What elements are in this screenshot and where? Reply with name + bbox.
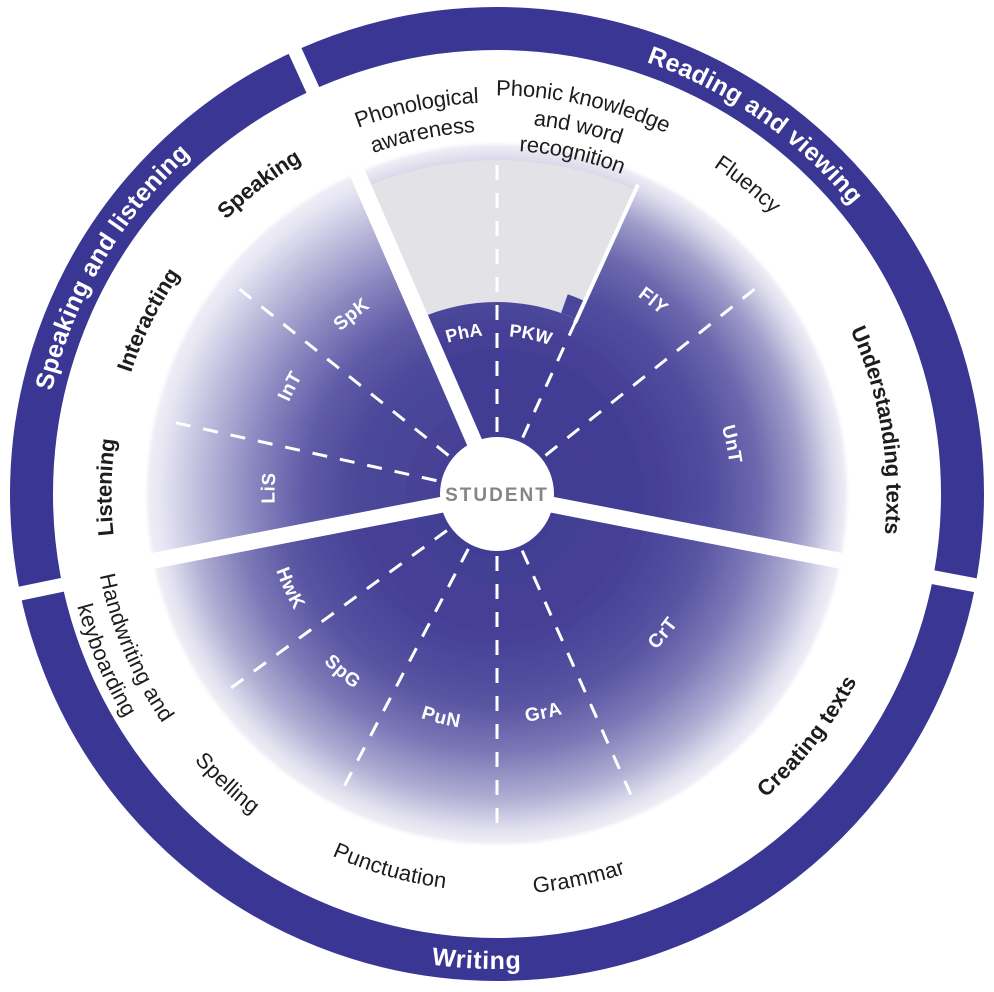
outer-ring-gap [923,568,986,594]
gray-sector-boundary-line [573,183,640,324]
gray-truncated-sector [361,160,636,320]
divider-dashed-line [339,548,470,793]
label-grammar: Grammar [531,854,627,898]
section-spoke [349,168,487,455]
abbr-listening: LiS [258,472,280,504]
divider-dashed-line [233,283,450,457]
student-center-label: STUDENT [445,485,549,506]
label-punctuation: Punctuation [330,837,448,893]
wheel-geometry [10,7,986,981]
outer-ring-gap [284,39,323,101]
outer-ring [10,7,984,981]
outer-ring-gap [10,576,72,603]
divider-dashed-line [520,549,636,802]
section-spoke [149,494,454,570]
label-understanding-texts: Understanding texts [846,322,907,536]
divider-dashed-line [224,529,448,694]
student-center-circle [440,437,554,551]
section-spoke [540,494,845,570]
label-listening: Listening [91,437,120,537]
label-spelling: Spelling [190,747,264,819]
label-interacting: Interacting [112,263,184,374]
ring-label-writing: Writing [431,943,522,975]
divider-dashed-line [168,419,437,483]
divider-dashed-line [544,283,761,457]
label-fluency: Fluency [711,150,787,218]
